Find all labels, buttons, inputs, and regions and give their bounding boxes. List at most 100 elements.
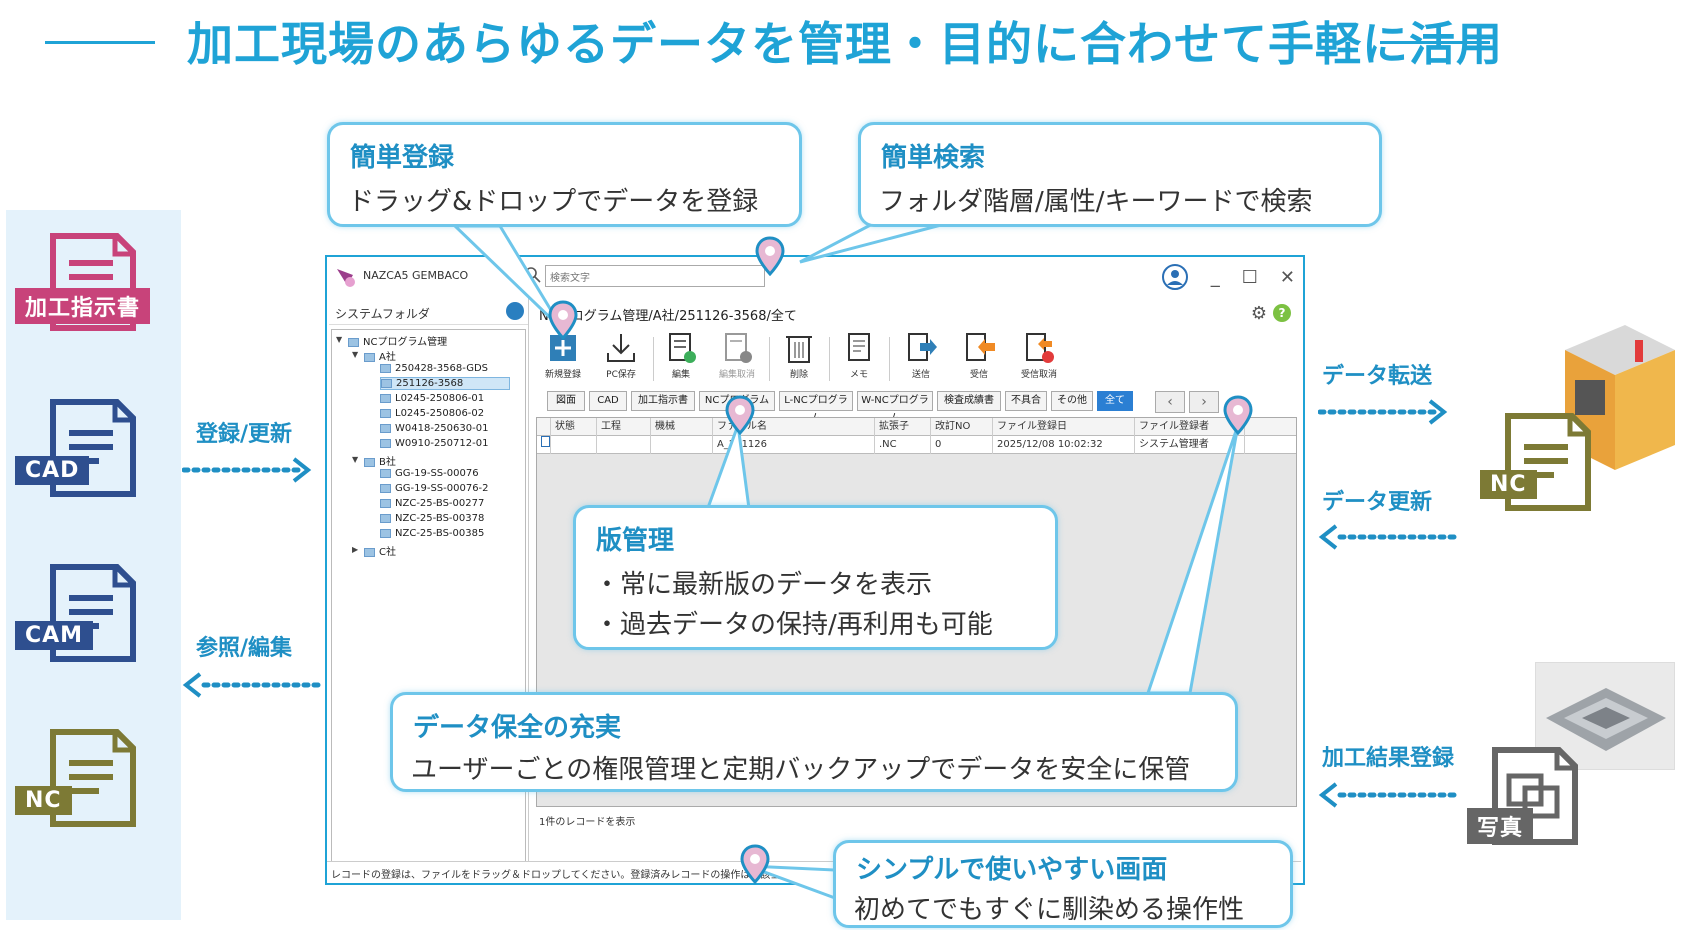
folder-icon: [380, 528, 391, 538]
callout-title: シンプルで使いやすい画面: [856, 855, 1168, 885]
tree-node[interactable]: C社: [364, 543, 396, 558]
app-logo-icon: [337, 269, 355, 287]
tree-node-label: NZC-25-BS-00385: [395, 528, 485, 539]
tab-defect[interactable]: 不具合: [1005, 391, 1047, 411]
tab-drawing[interactable]: 図面: [547, 391, 585, 411]
folder-icon: [364, 547, 375, 557]
doc-label: CAM: [15, 621, 94, 650]
header-cell[interactable]: 状態: [551, 418, 597, 436]
tree-node[interactable]: GG-19-SS-00076: [380, 468, 479, 479]
callout-easy-register: 簡単登録 ドラッグ&ドロップでデータを登録: [327, 122, 802, 227]
tree-node-label: NCプログラム管理: [363, 337, 448, 348]
tree-node[interactable]: B社: [364, 453, 396, 468]
table-cell: システム管理者: [1135, 436, 1245, 454]
tree-toggle-icon[interactable]: ▼: [336, 335, 343, 344]
tab-work-instruction[interactable]: 加工指示書: [631, 391, 695, 411]
toolbar-label: 受信: [969, 370, 988, 380]
headline-rule-right: [1380, 41, 1490, 44]
callout-desc: 初めてでもすぐに馴染める操作性: [854, 895, 1245, 925]
toolbar-separator: [889, 337, 890, 381]
tree-node[interactable]: NZC-25-BS-00378: [380, 513, 484, 524]
callout-line: ・過去データの保持/再利用も可能: [594, 610, 993, 640]
send-button[interactable]: 送信: [893, 327, 949, 380]
tab-all[interactable]: 全て: [1097, 391, 1133, 411]
tree-toggle-icon[interactable]: ▼: [352, 455, 359, 464]
cancel-edit-button[interactable]: 編集取消: [709, 327, 765, 380]
search-input[interactable]: [546, 268, 764, 289]
tree-node[interactable]: A社: [364, 348, 396, 363]
toolbar-separator: [653, 337, 654, 381]
tree-node[interactable]: GG-19-SS-00076-2: [380, 483, 489, 494]
tree-node[interactable]: W0910-250712-01: [380, 438, 488, 449]
gear-icon[interactable]: ⚙: [1250, 303, 1267, 324]
tree-node[interactable]: NZC-25-BS-00277: [380, 498, 484, 509]
download-icon: [604, 331, 638, 365]
tree-node-label: NZC-25-BS-00277: [395, 498, 485, 509]
work-instruction-doc-icon: 加工指示書: [15, 232, 175, 347]
callout-title: 版管理: [596, 526, 675, 556]
headline-text: 加工現場のあらゆるデータを管理・目的に合わせて手軽に活用: [187, 17, 1503, 71]
tree-toggle-icon[interactable]: ▶: [352, 545, 359, 554]
tree-node-label: L0245-250806-01: [395, 393, 485, 404]
title-bar: NAZCA5 GEMBACO _ ☐ ✕: [327, 257, 1303, 297]
location-pin-icon: [755, 236, 785, 276]
folder-icon: [380, 468, 391, 478]
header-cell[interactable]: 改訂NO: [931, 418, 993, 436]
callout-line: ・常に最新版のデータを表示: [594, 570, 933, 600]
table-cell: 2025/12/08 10:02:32: [993, 436, 1135, 454]
flow-label-register: 登録/更新: [196, 422, 293, 447]
folder-icon: [380, 423, 391, 433]
edit-button[interactable]: 編集: [653, 327, 709, 380]
folder-icon: [348, 337, 359, 347]
tree-title: システムフォルダ: [335, 307, 430, 321]
doc-label: 写真: [1467, 808, 1534, 844]
header-cell[interactable]: 拡張子: [875, 418, 931, 436]
tab-other[interactable]: その他: [1051, 391, 1093, 411]
help-icon[interactable]: ?: [1273, 304, 1291, 322]
delete-button[interactable]: 削除: [771, 327, 827, 380]
tab-prev-button[interactable]: ‹: [1155, 391, 1185, 413]
minimize-button[interactable]: _: [1210, 266, 1220, 288]
header-cell[interactable]: ファイル登録日: [993, 418, 1135, 436]
tree-node[interactable]: L0245-250806-02: [380, 408, 484, 419]
toolbar-label: 受信取消: [1020, 370, 1057, 380]
maximize-button[interactable]: ☐: [1241, 266, 1258, 288]
callout-desc: フォルダ階層/属性/キーワードで検索: [879, 187, 1313, 217]
callout-desc: ドラッグ&ドロップでデータを登録: [348, 187, 759, 217]
tab-next-button[interactable]: ›: [1189, 391, 1219, 413]
header-cell[interactable]: 工程: [597, 418, 651, 436]
pc-save-button[interactable]: PC保存: [593, 327, 649, 380]
tree-node[interactable]: NCプログラム管理: [348, 333, 447, 348]
tree-toggle-icon[interactable]: ▼: [352, 350, 359, 359]
tree-node[interactable]: NZC-25-BS-00385: [380, 528, 484, 539]
tree-node-selected[interactable]: 251126-3568: [380, 377, 510, 390]
refresh-icon[interactable]: [506, 302, 524, 320]
breadcrumb: NCプログラム管理/A社/251126-3568/全て ⚙ ?: [533, 297, 1301, 325]
toolbar-label: 編集取消: [718, 370, 755, 380]
nc-doc-icon: NC: [15, 728, 175, 843]
memo-button[interactable]: メモ: [831, 327, 887, 380]
tree-node[interactable]: W0418-250630-01: [380, 423, 488, 434]
send-icon: [904, 331, 938, 365]
folder-icon: [380, 408, 391, 418]
tree-node[interactable]: L0245-250806-01: [380, 393, 484, 404]
toolbar-label: 削除: [789, 370, 808, 380]
folder-icon: [380, 363, 391, 373]
search-field: [545, 265, 765, 289]
folder-icon: [364, 457, 375, 467]
tab-cad[interactable]: CAD: [589, 391, 627, 411]
toolbar-label: メモ: [849, 370, 868, 380]
close-button[interactable]: ✕: [1279, 266, 1295, 288]
receive-button[interactable]: 受信: [951, 327, 1007, 380]
user-account-icon[interactable]: [1161, 263, 1189, 291]
cancel-receive-button[interactable]: 受信取消: [1011, 327, 1067, 380]
table-cell: [551, 436, 597, 454]
tree-node-label: GG-19-SS-00076: [395, 468, 479, 479]
header-cell[interactable]: 機械: [651, 418, 713, 436]
table-cell: [597, 436, 651, 454]
label-result-register: 加工結果登録: [1322, 746, 1455, 771]
tree-node[interactable]: 250428-3568-GDS: [380, 363, 488, 374]
tab-inspection-report[interactable]: 検査成績書: [937, 391, 1001, 411]
left-arrow-icon: [182, 672, 322, 698]
